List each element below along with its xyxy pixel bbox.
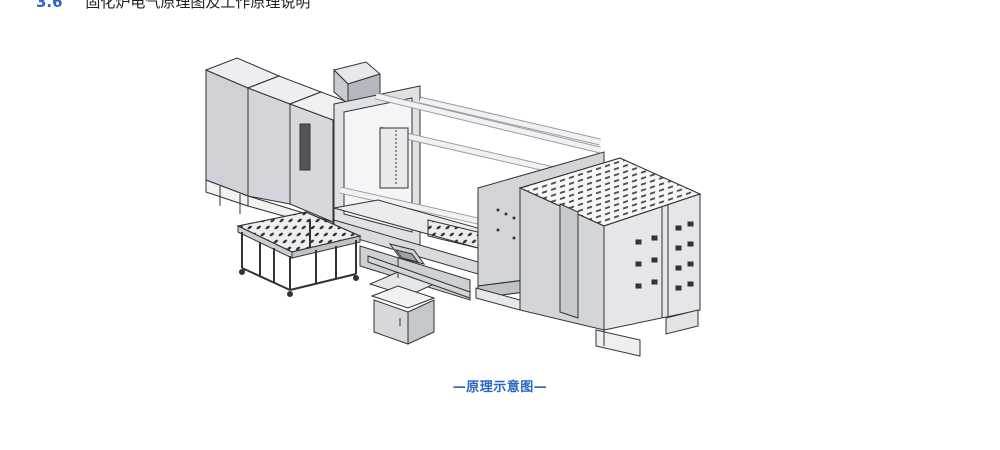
section-number: 3.6 xyxy=(36,0,63,11)
bottom-sled xyxy=(367,255,471,299)
control-terminal xyxy=(368,243,436,345)
main-frame xyxy=(333,85,601,301)
right-oven xyxy=(518,157,702,357)
rack-table xyxy=(236,211,362,297)
figure-caption: —原理示意图— xyxy=(452,380,548,395)
section-heading: 3.6 固化炉电气原理图及工作原理说明 xyxy=(36,0,310,12)
section-heading-text: 固化炉电气原理图及工作原理说明 xyxy=(85,0,311,11)
